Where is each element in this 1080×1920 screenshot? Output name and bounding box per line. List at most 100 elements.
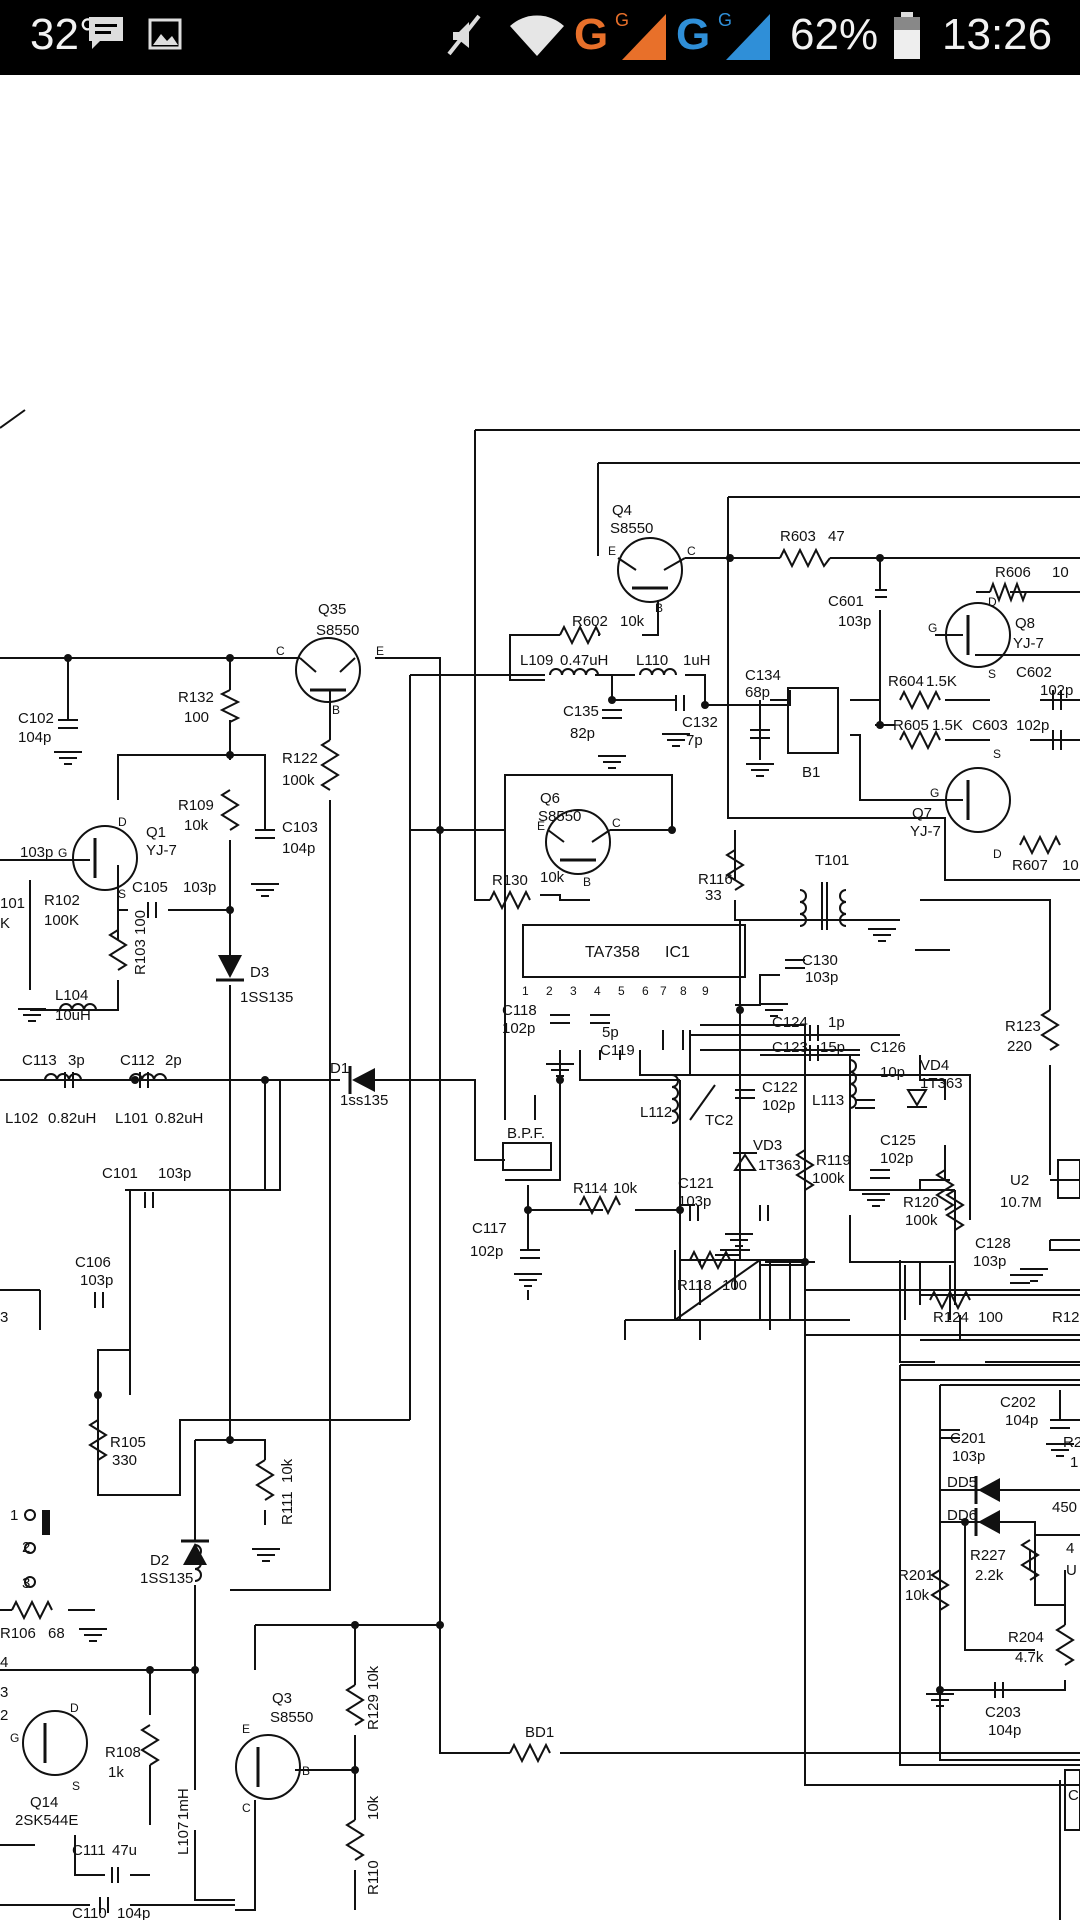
pin-label: G	[930, 786, 939, 800]
label-q7-part: YJ-7	[910, 823, 941, 840]
resistors	[11, 547, 1075, 1861]
ref-label: R604	[888, 673, 924, 690]
label-q8-part: YJ-7	[1013, 635, 1044, 652]
edge-fragment: 4	[0, 1654, 8, 1671]
ref-label: R119	[816, 1152, 851, 1169]
edge-fragment: 1	[1070, 1454, 1078, 1471]
value-label: 100	[978, 1309, 1003, 1326]
ref-label: C105	[132, 879, 168, 896]
edge-fragment: 103p	[20, 844, 53, 861]
value-label: 3p	[68, 1052, 85, 1069]
ref-label: R102	[44, 892, 80, 909]
ref-label: C110	[72, 1905, 107, 1920]
ref-label: D3	[250, 964, 269, 981]
ref-label: R130	[492, 872, 528, 889]
ref-label: C117	[472, 1220, 507, 1237]
pin-label: G	[928, 621, 937, 635]
ref-label: VD4	[920, 1057, 949, 1074]
ref-label: C125	[880, 1132, 916, 1149]
value-label: 10k	[905, 1587, 930, 1604]
value-label: 7p	[686, 732, 703, 749]
ref-label: R118	[677, 1277, 712, 1294]
diodes	[181, 955, 1000, 1565]
ref-label: C202	[1000, 1394, 1036, 1411]
value-label: 15p	[820, 1039, 845, 1056]
value-label: 10k	[613, 1180, 638, 1197]
battery-percent: 62%	[790, 10, 879, 59]
label-q14: Q14	[30, 1794, 58, 1811]
value-label: 1SS135	[140, 1570, 193, 1587]
pin-label: B	[332, 703, 340, 717]
ic-pin: 3	[570, 984, 577, 998]
pin-label: S	[993, 747, 1001, 761]
ic-ref: IC1	[665, 944, 690, 961]
value-label: 47u	[112, 1842, 137, 1859]
value-label: 102p	[502, 1020, 535, 1037]
value-label: 0.47uH	[560, 652, 608, 669]
ref-label: R602	[572, 613, 608, 630]
value-label: 330	[112, 1452, 137, 1469]
ref-label: C128	[975, 1235, 1011, 1252]
ref-label: D2	[150, 1552, 169, 1569]
ref-label: R227	[970, 1547, 1006, 1564]
pin-label: G	[10, 1731, 19, 1745]
label-q7: Q7	[912, 805, 932, 822]
ref-label: C134	[745, 667, 781, 684]
label-q1-part: YJ-7	[146, 842, 177, 859]
ref-label: R605	[893, 717, 929, 734]
ref-label: DD6	[947, 1507, 977, 1524]
label-q4-part: S8550	[610, 520, 653, 537]
pin-label: B	[302, 1764, 310, 1778]
edge-fragment: 450	[1052, 1499, 1077, 1516]
value-label: 1SS135	[240, 989, 293, 1006]
ref-label: C106	[75, 1254, 111, 1271]
ref-label: C121	[678, 1175, 714, 1192]
ref-label: R109	[178, 797, 214, 814]
value-label: 103p	[678, 1193, 711, 1210]
value-label: 10k	[365, 1665, 382, 1690]
edge-fragment: 3	[0, 1684, 8, 1701]
value-label: 68	[48, 1625, 65, 1642]
value-label: 1mH	[175, 1788, 192, 1820]
ref-label: U2	[1010, 1172, 1029, 1189]
ref-label: C111	[72, 1842, 106, 1859]
value-label: 1.5K	[926, 673, 957, 690]
edge-fragment: 3	[22, 1575, 30, 1592]
battery-icon	[894, 12, 920, 59]
value-label: 0.82uH	[48, 1110, 96, 1127]
ref-label: BD1	[525, 1724, 554, 1741]
value-label: 103p	[80, 1272, 113, 1289]
value-label: 1T363	[920, 1075, 963, 1092]
ref-label: R132	[178, 689, 214, 706]
ref-label: C126	[870, 1039, 906, 1056]
ref-label: TC2	[705, 1112, 733, 1129]
transistors	[22, 537, 1011, 1800]
ref-label: R129	[365, 1694, 382, 1730]
value-label: 100	[132, 910, 149, 935]
circuit-schematic: Q35 S8550 C E B Q4 S8550 E C B Q6 S8550 …	[0, 409, 1080, 1920]
value-label: 220	[1007, 1038, 1032, 1055]
pin-label: E	[376, 644, 384, 658]
value-label: 10	[1062, 857, 1079, 874]
ref-label: B1	[802, 764, 820, 781]
signal-icon	[726, 14, 770, 60]
wifi-icon	[510, 15, 564, 56]
value-label: 100	[722, 1277, 747, 1294]
pin-label: C	[276, 644, 285, 658]
ref-label: C112	[120, 1052, 155, 1069]
pin-label: E	[537, 819, 545, 833]
value-label: 104p	[1005, 1412, 1038, 1429]
label-q1: Q1	[146, 824, 166, 841]
image-icon	[148, 18, 182, 50]
ic-pin: 2	[546, 984, 553, 998]
label-q3-part: S8550	[270, 1709, 313, 1726]
temperature: 32°	[30, 10, 97, 59]
ref-label: C113	[22, 1052, 57, 1069]
value-label: 104p	[117, 1905, 150, 1920]
blocks	[0, 409, 1080, 1831]
value-label: 103p	[158, 1165, 191, 1182]
ref-label: R114	[573, 1180, 608, 1197]
ref-label: R106	[0, 1625, 36, 1642]
ref-label: C601	[828, 593, 864, 610]
ref-label: C124	[772, 1014, 808, 1031]
